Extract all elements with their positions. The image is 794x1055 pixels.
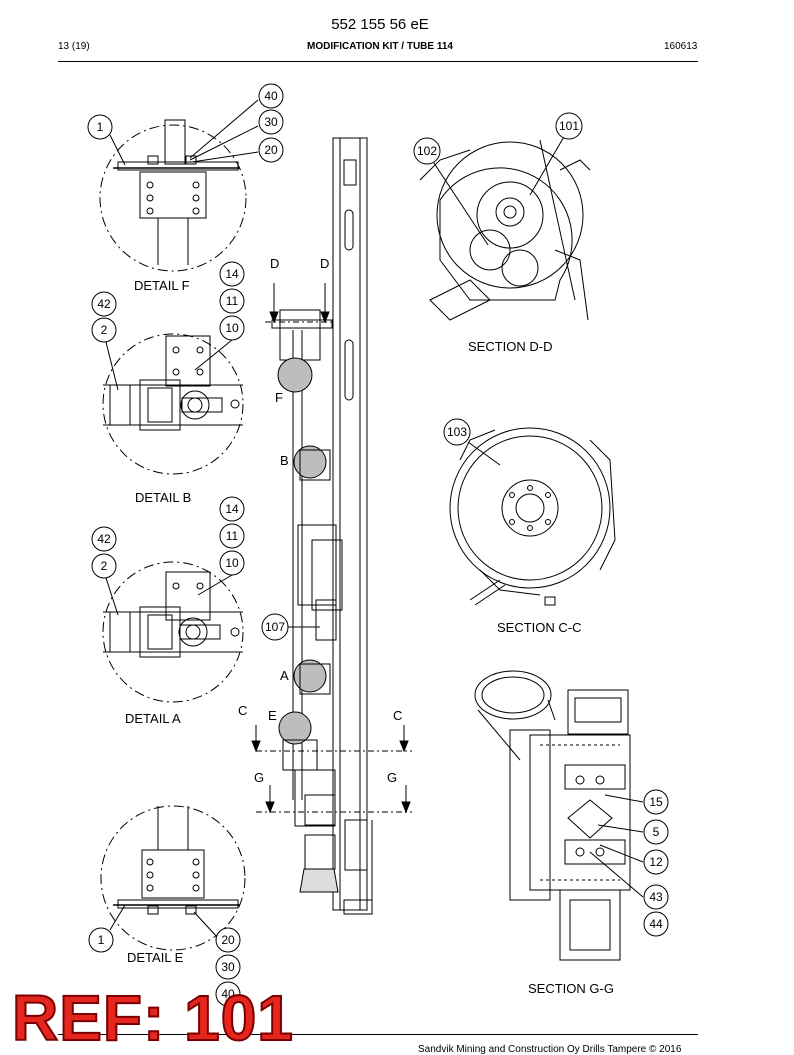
header-rule bbox=[58, 61, 698, 62]
svg-text:43: 43 bbox=[649, 890, 663, 904]
svg-text:102: 102 bbox=[417, 144, 437, 158]
ref-stamp: REF: 101 bbox=[11, 982, 294, 1054]
balloon-30-bottom: 30 bbox=[215, 954, 241, 980]
section-d-left-letter: D bbox=[270, 256, 279, 271]
balloon-107: 107 bbox=[261, 613, 289, 641]
svg-text:1: 1 bbox=[98, 933, 105, 947]
footer-rule bbox=[58, 1034, 698, 1035]
balloon-1-top: 1 bbox=[87, 114, 113, 140]
balloon-44: 44 bbox=[643, 911, 669, 937]
svg-text:14: 14 bbox=[225, 502, 239, 516]
detail-f-view bbox=[99, 119, 247, 272]
document-number: 552 155 56 eE bbox=[331, 16, 429, 33]
balloon-1-bottom: 1 bbox=[88, 927, 114, 953]
section-d-right-letter: D bbox=[320, 256, 329, 271]
balloon-101: 101 bbox=[555, 112, 583, 140]
page-number: 13 (19) bbox=[58, 41, 90, 52]
svg-text:40: 40 bbox=[264, 89, 278, 103]
detail-a-label: DETAIL A bbox=[125, 711, 181, 726]
svg-text:2: 2 bbox=[101, 559, 108, 573]
svg-text:30: 30 bbox=[264, 115, 278, 129]
svg-text:42: 42 bbox=[97, 532, 111, 546]
svg-text:20: 20 bbox=[264, 143, 278, 157]
document-date: 160613 bbox=[664, 41, 698, 52]
section-gg-view bbox=[474, 670, 631, 961]
mast-assembly-view bbox=[251, 137, 412, 915]
balloon-20-bottom: 20 bbox=[215, 927, 241, 953]
balloon-14-detail-b: 14 bbox=[219, 261, 245, 287]
detail-f-label: DETAIL F bbox=[134, 278, 190, 293]
svg-text:42: 42 bbox=[97, 297, 111, 311]
svg-text:11: 11 bbox=[226, 529, 239, 543]
detail-b-label: DETAIL B bbox=[135, 490, 191, 505]
balloon-30-top: 30 bbox=[258, 109, 284, 135]
section-c-left-letter: C bbox=[238, 703, 247, 718]
balloon-11-detail-b: 11 bbox=[219, 288, 245, 314]
detail-b-view bbox=[102, 333, 244, 475]
svg-text:11: 11 bbox=[226, 294, 239, 308]
svg-text:40: 40 bbox=[221, 987, 235, 1001]
detail-b-letter: B bbox=[280, 453, 289, 468]
section-cc-view bbox=[449, 427, 616, 606]
section-g-left-letter: G bbox=[254, 770, 264, 785]
balloon-42-detail-a: 42 bbox=[91, 526, 117, 552]
detail-e-view bbox=[100, 805, 246, 951]
balloon-40-bottom: 40 bbox=[215, 981, 241, 1007]
balloon-2-detail-b: 2 bbox=[91, 317, 117, 343]
section-g-right-letter: G bbox=[387, 770, 397, 785]
detail-e-letter: E bbox=[268, 708, 277, 723]
balloon-5: 5 bbox=[643, 819, 669, 845]
detail-a-view bbox=[102, 561, 244, 703]
svg-text:5: 5 bbox=[653, 825, 660, 839]
balloon-40-top: 40 bbox=[258, 83, 284, 109]
svg-text:10: 10 bbox=[225, 321, 239, 335]
balloon-42-detail-b: 42 bbox=[91, 291, 117, 317]
balloon-12: 12 bbox=[643, 849, 669, 875]
balloon-20-top: 20 bbox=[258, 137, 284, 163]
footer-copyright: Sandvik Mining and Construction Oy Drill… bbox=[418, 1044, 682, 1055]
balloon-2-detail-a: 2 bbox=[91, 553, 117, 579]
svg-text:20: 20 bbox=[221, 933, 235, 947]
svg-text:10: 10 bbox=[225, 556, 239, 570]
detail-e-label: DETAIL E bbox=[127, 950, 184, 965]
svg-text:101: 101 bbox=[559, 119, 579, 133]
balloon-102: 102 bbox=[413, 137, 441, 165]
balloon-10-detail-b: 10 bbox=[219, 315, 245, 341]
balloon-103: 103 bbox=[443, 418, 471, 446]
svg-text:2: 2 bbox=[101, 323, 108, 337]
balloon-14-detail-a: 14 bbox=[219, 496, 245, 522]
section-c-right-letter: C bbox=[393, 708, 402, 723]
svg-text:30: 30 bbox=[221, 960, 235, 974]
detail-a-letter: A bbox=[280, 668, 289, 683]
balloon-10-detail-a: 10 bbox=[219, 550, 245, 576]
svg-text:103: 103 bbox=[447, 425, 467, 439]
balloon-15: 15 bbox=[643, 789, 669, 815]
svg-text:44: 44 bbox=[649, 917, 663, 931]
svg-text:12: 12 bbox=[649, 855, 663, 869]
section-dd-label: SECTION D-D bbox=[468, 339, 553, 354]
svg-text:14: 14 bbox=[225, 267, 239, 281]
section-gg-label: SECTION G-G bbox=[528, 981, 614, 996]
balloon-43: 43 bbox=[643, 884, 669, 910]
section-dd-view bbox=[419, 139, 591, 321]
document-title: MODIFICATION KIT / TUBE 114 bbox=[307, 41, 453, 52]
svg-text:1: 1 bbox=[97, 120, 104, 134]
balloon-11-detail-a: 11 bbox=[219, 523, 245, 549]
svg-text:107: 107 bbox=[265, 620, 285, 634]
leader-lines bbox=[105, 99, 644, 939]
detail-f-letter: F bbox=[275, 390, 283, 405]
svg-text:15: 15 bbox=[649, 795, 663, 809]
section-cc-label: SECTION C-C bbox=[497, 620, 582, 635]
